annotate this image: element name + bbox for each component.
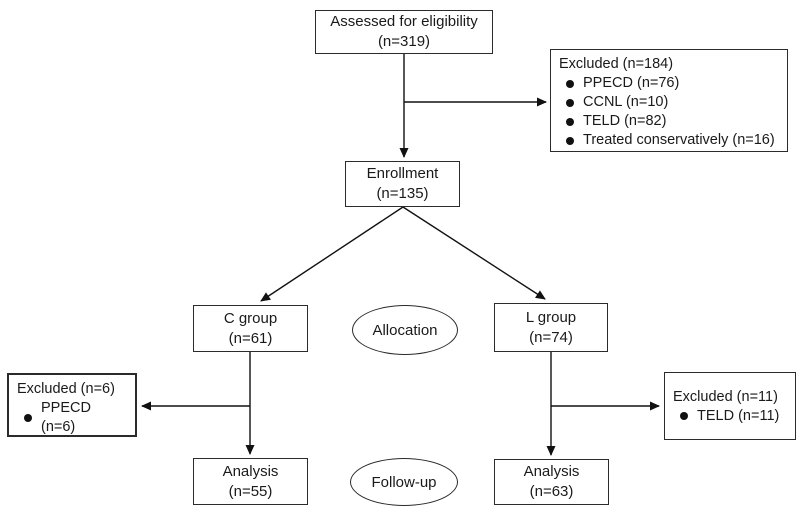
excluded-item: PPECD (n=76) [559, 74, 779, 93]
node-label: Analysis [222, 462, 279, 480]
node-assessed-eligibility: Assessed for eligibility (n=319) [315, 10, 493, 54]
node-excluded-c-group: Excluded (n=6) PPECD (n=6) [7, 373, 137, 437]
excluded-item-label: TELD (n=11) [697, 407, 780, 424]
node-count: (n=74) [529, 328, 573, 346]
node-label: Analysis [523, 463, 580, 480]
node-count: (n=135) [376, 185, 429, 202]
node-label: L group [525, 308, 577, 326]
arrow-enrollment-to-c-group [260, 206, 404, 302]
stage-followup-ellipse: Follow-up [350, 458, 458, 506]
excluded-item-label: TELD (n=82) [583, 113, 667, 129]
node-label: Enrollment [366, 165, 439, 182]
excluded-item-label: CCNL (n=10) [583, 94, 669, 110]
bullet-icon [680, 412, 688, 420]
node-label: Assessed for eligibility [330, 13, 478, 30]
node-analysis-l-group: Analysis (n=63) [494, 459, 609, 505]
bullet-icon [566, 79, 574, 88]
excluded-item: CCNL (n=10) [559, 93, 779, 112]
node-analysis-c-group: Analysis (n=55) [193, 458, 308, 505]
excluded-item: PPECD (n=6) [17, 399, 127, 437]
excluded-title: Excluded (n=6) [17, 381, 115, 397]
node-excluded-l-group: Excluded (n=11) TELD (n=11) [664, 372, 796, 440]
excluded-item: Treated conservatively (n=16) [559, 131, 779, 150]
node-enrollment: Enrollment (n=135) [345, 161, 460, 207]
excluded-item-label: PPECD (n=6) [41, 400, 91, 435]
arrow-enrollment-to-l-group [402, 206, 546, 300]
node-l-group: L group (n=74) [494, 303, 608, 352]
excluded-item: TELD (n=82) [559, 112, 779, 131]
excluded-title: Excluded (n=184) [559, 56, 674, 72]
bullet-icon [566, 136, 574, 145]
stage-allocation-ellipse: Allocation [352, 305, 458, 355]
stage-label: Follow-up [371, 473, 437, 491]
excluded-item: TELD (n=11) [673, 407, 787, 426]
node-label: C group [223, 309, 278, 327]
node-excluded-eligibility: Excluded (n=184) PPECD (n=76) CCNL (n=10… [550, 49, 788, 152]
node-count: (n=55) [228, 482, 273, 500]
bullet-icon [24, 414, 32, 422]
node-count: (n=61) [228, 329, 273, 347]
bullet-icon [566, 117, 574, 126]
node-count: (n=63) [529, 483, 574, 500]
excluded-title: Excluded (n=11) [673, 388, 778, 405]
node-c-group: C group (n=61) [193, 305, 308, 352]
bullet-icon [566, 98, 574, 107]
stage-label: Allocation [372, 321, 438, 339]
node-count: (n=319) [377, 33, 431, 50]
excluded-item-label: PPECD (n=76) [583, 75, 680, 91]
excluded-item-label: Treated conservatively (n=16) [583, 132, 775, 148]
